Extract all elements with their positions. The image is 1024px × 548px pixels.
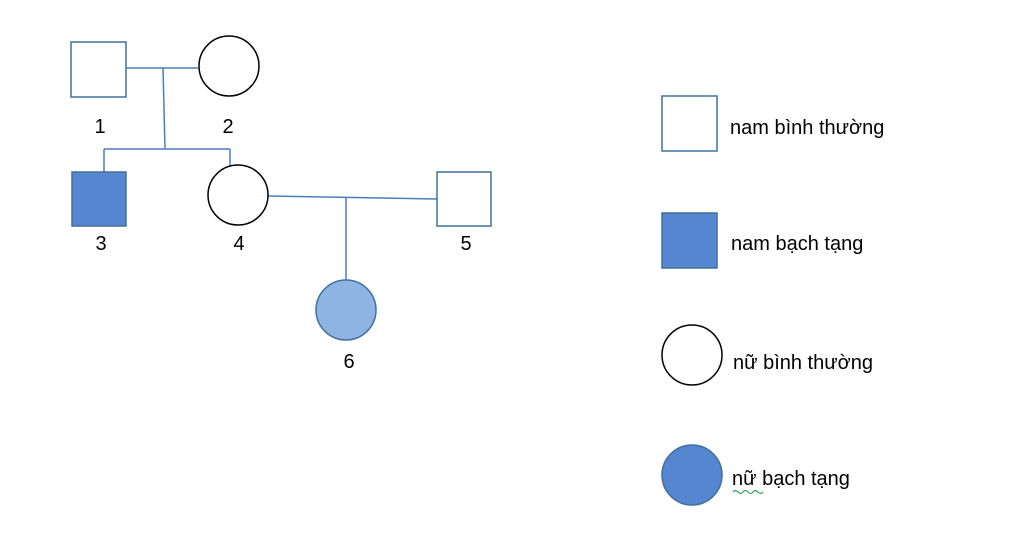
legend: nam bình thường nam bạch tạng nữ bình th… [661,95,884,506]
individual-5-label: 5 [460,233,471,255]
individual-4-label: 4 [233,233,244,255]
individual-5-male [436,171,492,227]
individual-6-albino-female [315,279,377,341]
legend-normal-female-symbol [661,324,723,386]
individual-3-label: 3 [95,233,106,255]
legend-normal-male-symbol [661,95,718,152]
legend-normal-female-label: nữ bình thường [733,352,873,374]
legend-albino-female-label: nữ bạch tạng [732,468,850,490]
legend-albino-male-label: nam bạch tạng [731,233,863,255]
individual-1-male [70,41,127,98]
marriage-line-4-5 [267,195,438,200]
individual-4-female [207,164,269,226]
spellcheck-underline [732,489,764,495]
individual-3-albino-male [71,171,127,227]
descent-line-1-2 [162,67,166,150]
individual-2-label: 2 [222,116,233,138]
pedigree-lines [103,67,438,281]
legend-normal-male-label: nam bình thường [730,117,884,139]
individual-6-label: 6 [343,351,354,373]
individual-2-female [198,35,260,97]
legend-albino-male-symbol [661,212,718,269]
individual-1-label: 1 [94,116,105,138]
legend-albino-female-symbol [661,444,723,506]
